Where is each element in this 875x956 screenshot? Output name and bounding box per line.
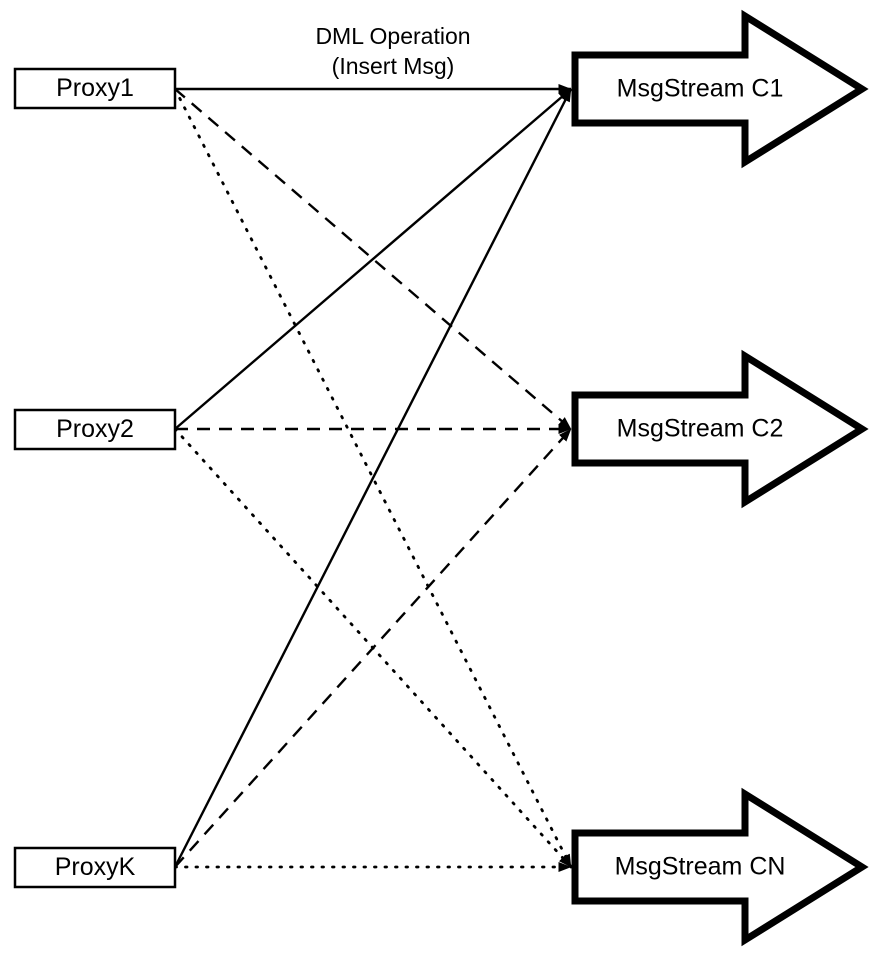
edge-label-dml-operation: DML Operation (Insert Msg): [315, 23, 470, 79]
stream-msgstream-c1[interactable]: MsgStream C1: [571, 9, 869, 169]
connection-proxyk-to-c1: [173, 88, 573, 868]
connection-proxyk-to-c2: [174, 428, 572, 868]
streams-layer: MsgStream C1 MsgStream C2 MsgStream CN: [571, 9, 869, 947]
stream-msgstream-c2[interactable]: MsgStream C2: [571, 349, 869, 509]
proxy-label: Proxy2: [56, 415, 134, 443]
stream-msgstream-cn[interactable]: MsgStream CN: [571, 787, 869, 947]
proxy-box: [13, 408, 177, 451]
proxy-node-proxy1[interactable]: Proxy1: [13, 67, 177, 110]
proxy-label: Proxy1: [56, 74, 134, 102]
stream-arrow-shape: [571, 9, 869, 169]
stream-arrow-shape: [571, 787, 869, 947]
proxy-node-proxy2[interactable]: Proxy2: [13, 408, 177, 451]
edge-label-line1: DML Operation: [315, 23, 470, 49]
stream-label: MsgStream CN: [615, 853, 786, 881]
connection-proxy2-to-c1: [174, 88, 572, 430]
stream-label: MsgStream C1: [617, 75, 784, 103]
connections-layer: [173, 84, 573, 872]
proxy-node-proxyk[interactable]: ProxyK: [13, 846, 177, 889]
stream-arrow-shape: [571, 349, 869, 509]
proxy-label: ProxyK: [55, 853, 136, 881]
stream-label: MsgStream C2: [617, 415, 784, 443]
proxy-box: [13, 846, 177, 889]
edge-label-line2: (Insert Msg): [332, 53, 455, 79]
proxy-box: [13, 67, 177, 110]
